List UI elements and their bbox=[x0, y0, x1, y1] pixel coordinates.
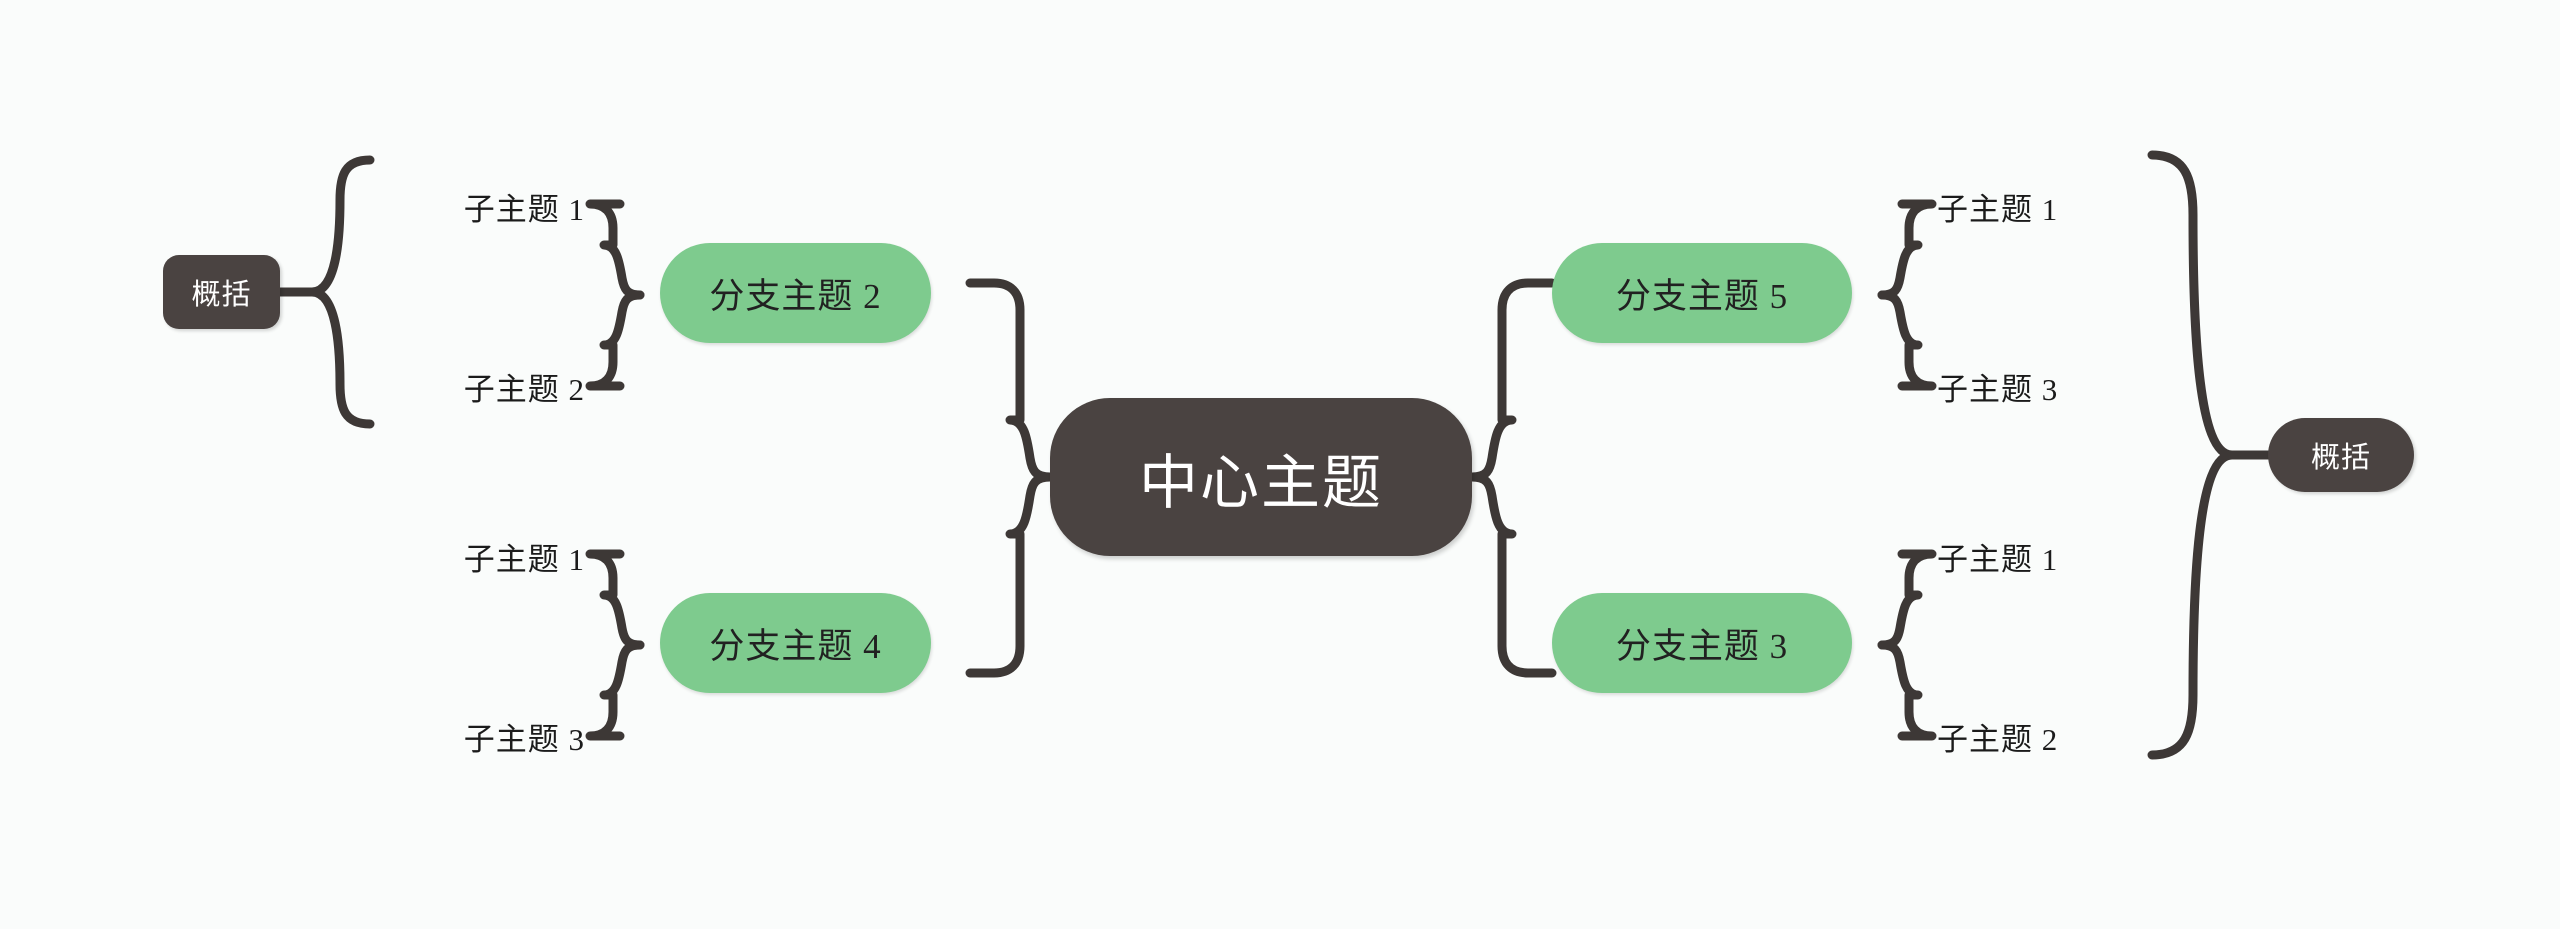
branch-node-left-2-label: 分支主题 4 bbox=[709, 626, 882, 666]
connector-center-right-brace bbox=[1467, 278, 1557, 482]
leaf-left-b2-c1-label: 子主题 1 bbox=[463, 541, 585, 577]
branch-node-left-1[interactable]: 分支主题 2 bbox=[660, 243, 931, 343]
connector-branch3-children-brace-upper bbox=[1877, 549, 1937, 650]
connector-branch5-children-brace-upper bbox=[1877, 199, 1937, 300]
leaf-right-b2-c2-label: 子主题 2 bbox=[1937, 721, 2059, 757]
branch-node-left-2[interactable]: 分支主题 4 bbox=[660, 593, 931, 693]
leaf-right-b2-c1-label: 子主题 1 bbox=[1937, 541, 2059, 577]
connector-center-right-brace-lower bbox=[1467, 472, 1557, 678]
summary-node-right-label: 概括 bbox=[2310, 442, 2371, 474]
connector-branch4-children-brace-upper bbox=[585, 549, 645, 650]
branch-node-right-1[interactable]: 分支主题 5 bbox=[1552, 243, 1852, 343]
leaf-left-b1-c1-label: 子主题 1 bbox=[463, 191, 585, 227]
leaf-left-b2-c2[interactable]: 子主题 3 bbox=[330, 716, 585, 757]
leaf-left-b2-c2-label: 子主题 3 bbox=[463, 721, 585, 757]
leaf-right-b1-c2-label: 子主题 3 bbox=[1937, 371, 2059, 407]
summary-node-left[interactable]: 概括 bbox=[163, 255, 280, 329]
leaf-right-b1-c2[interactable]: 子主题 3 bbox=[1937, 366, 2192, 407]
leaf-right-b1-c1[interactable]: 子主题 1 bbox=[1937, 186, 2192, 227]
summary-node-right[interactable]: 概括 bbox=[2268, 418, 2414, 492]
connector-branch2-children-brace-lower bbox=[585, 290, 645, 391]
connector-branch5-children-brace-lower bbox=[1877, 290, 1937, 391]
leaf-left-b1-c1[interactable]: 子主题 1 bbox=[330, 186, 585, 227]
connector-center-left-brace-lower bbox=[965, 472, 1055, 678]
connector-center-left-brace bbox=[965, 278, 1055, 482]
connector-right-summary-brace bbox=[2147, 150, 2237, 760]
branch-node-left-1-label: 分支主题 2 bbox=[709, 276, 882, 316]
central-topic-node[interactable]: 中心主题 bbox=[1050, 398, 1472, 556]
leaf-left-b1-c2-label: 子主题 2 bbox=[463, 371, 585, 407]
connector-branch4-children-brace-lower bbox=[585, 640, 645, 741]
branch-node-right-1-label: 分支主题 5 bbox=[1615, 276, 1789, 316]
leaf-right-b2-c1[interactable]: 子主题 1 bbox=[1937, 536, 2192, 577]
leaf-left-b2-c1[interactable]: 子主题 1 bbox=[330, 536, 585, 577]
leaf-right-b1-c1-label: 子主题 1 bbox=[1937, 191, 2059, 227]
connector-branch2-children-brace-upper bbox=[585, 199, 645, 300]
leaf-left-b1-c2[interactable]: 子主题 2 bbox=[330, 366, 585, 407]
leaf-right-b2-c2[interactable]: 子主题 2 bbox=[1937, 716, 2192, 757]
central-topic-label: 中心主题 bbox=[1138, 449, 1383, 516]
branch-node-right-2[interactable]: 分支主题 3 bbox=[1552, 593, 1852, 693]
branch-node-right-2-label: 分支主题 3 bbox=[1615, 626, 1789, 666]
summary-node-left-label: 概括 bbox=[191, 279, 252, 311]
connector-branch3-children-brace-lower bbox=[1877, 640, 1937, 741]
